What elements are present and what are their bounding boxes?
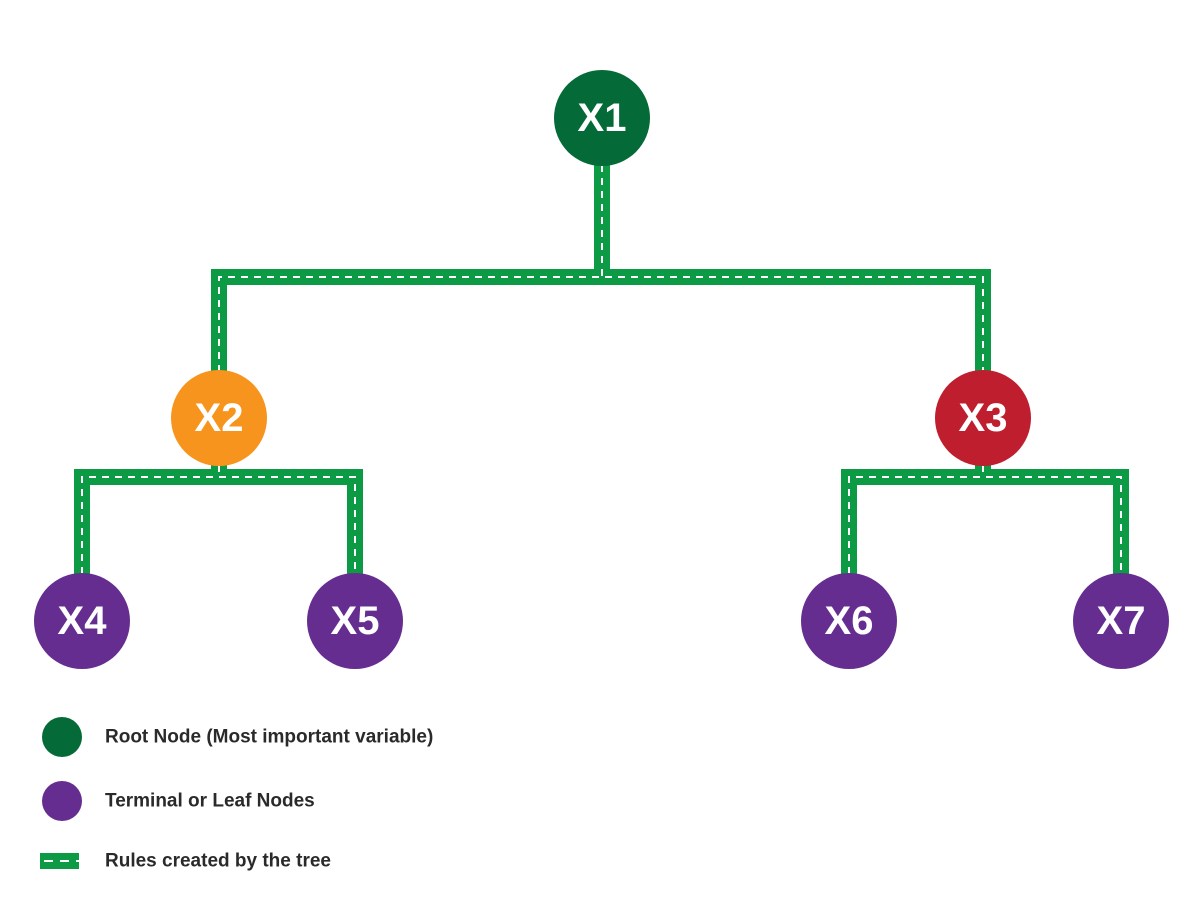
- internal-node-circle: [935, 370, 1031, 466]
- node-x3: X3: [935, 370, 1031, 466]
- connector-x2-children: [74, 465, 363, 574]
- tree-connectors: [74, 165, 1129, 574]
- node-x2: X2: [171, 370, 267, 466]
- legend-item-rules: Rules created by the tree: [40, 851, 331, 872]
- node-x7: X7: [1073, 573, 1169, 669]
- legend-root-swatch: [42, 717, 82, 757]
- node-label-x6: X6: [825, 599, 874, 643]
- connector-x1-children-dash: [218, 165, 984, 372]
- legend: Root Node (Most important variable) Term…: [40, 717, 433, 872]
- legend-leaf-label: Terminal or Leaf Nodes: [105, 791, 315, 812]
- node-label-x5: X5: [331, 599, 380, 643]
- leaf-node-circle: [801, 573, 897, 669]
- connector-x2-children-dash: [81, 465, 356, 574]
- node-label-x7: X7: [1097, 599, 1146, 643]
- legend-rules-label: Rules created by the tree: [105, 851, 331, 872]
- node-x6: X6: [801, 573, 897, 669]
- node-label-x4: X4: [58, 599, 108, 643]
- node-x1: X1: [554, 70, 650, 166]
- node-label-x1: X1: [578, 96, 627, 140]
- connector-x3-children: [841, 465, 1129, 574]
- leaf-node-circle: [34, 573, 130, 669]
- node-x4: X4: [34, 573, 130, 669]
- node-x5: X5: [307, 573, 403, 669]
- legend-item-root: Root Node (Most important variable): [42, 717, 433, 757]
- root-node-circle: [554, 70, 650, 166]
- node-label-x2: X2: [195, 396, 244, 440]
- connector-x3-children-dash: [848, 465, 1122, 574]
- node-label-x3: X3: [959, 396, 1008, 440]
- internal-node-circle: [171, 370, 267, 466]
- leaf-node-circle: [307, 573, 403, 669]
- legend-root-label: Root Node (Most important variable): [105, 727, 433, 748]
- legend-item-leaf: Terminal or Leaf Nodes: [42, 781, 315, 821]
- legend-leaf-swatch: [42, 781, 82, 821]
- leaf-node-circle: [1073, 573, 1169, 669]
